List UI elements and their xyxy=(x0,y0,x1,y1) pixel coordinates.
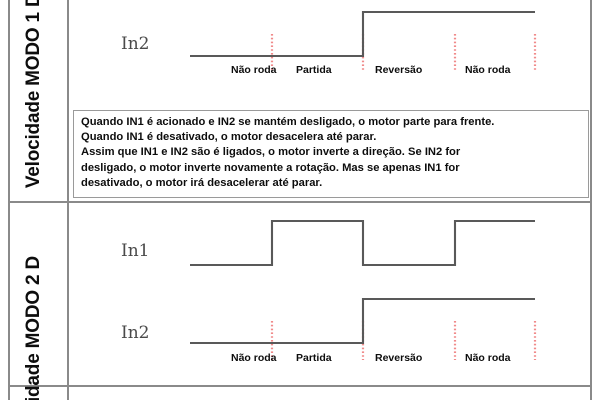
description-line: desligado, o motor inverte novamente a r… xyxy=(81,161,460,174)
description-box-mode1: Quando IN1 é acionado e IN2 se mantém de… xyxy=(73,110,589,198)
diagram-panel-mode2: In1 In2 Não roda Partida Reversão Não ro… xyxy=(69,203,590,383)
section-divider-2 xyxy=(8,385,592,387)
description-line: desativado, o motor irá desacelerar até … xyxy=(81,176,323,189)
zone-label-3-mode1: Reversão xyxy=(375,64,422,76)
description-line: Quando IN1 é acionado e IN2 se mantém de… xyxy=(81,116,495,128)
description-line: Quando IN1 é desativado, o motor desacel… xyxy=(81,131,377,144)
next-row-partial xyxy=(69,387,590,400)
zone-label-2-mode2: Partida xyxy=(296,352,332,364)
label-column-divider xyxy=(67,0,69,400)
waveform-in2-mode1 xyxy=(190,10,535,58)
waveform-chart-mode1: In2 Não roda Partida Reversão Não roda xyxy=(121,10,537,76)
signal-label-in1-mode2: In1 xyxy=(121,241,149,261)
section-divider-1 xyxy=(8,201,592,203)
zone-label-2-mode1: Partida xyxy=(296,64,332,76)
waveform-chart-mode2: In1 In2 Não roda Partida Reversão Não ro… xyxy=(121,219,537,364)
description-line: Assim que IN1 e IN2 são é ligados, o mot… xyxy=(81,146,461,159)
zone-label-4-mode1: Não roda xyxy=(465,64,511,76)
zone-label-3-mode2: Reversão xyxy=(375,352,422,364)
zone-label-1-mode2: Não roda xyxy=(231,352,277,364)
diagram-panel-mode1: In2 Não roda Partida Reversão Não roda xyxy=(69,0,590,99)
zone-label-4-mode2: Não roda xyxy=(465,352,511,364)
next-row-partial-text xyxy=(69,387,590,393)
waveform-in2-mode2 xyxy=(190,297,535,345)
waveform-in1-mode2 xyxy=(190,219,535,267)
zone-label-1-mode1: Não roda xyxy=(231,64,277,76)
table-outer-frame xyxy=(8,0,592,400)
signal-label-in2-mode1: In2 xyxy=(121,34,149,54)
signal-label-in2-mode2: In2 xyxy=(121,323,149,343)
